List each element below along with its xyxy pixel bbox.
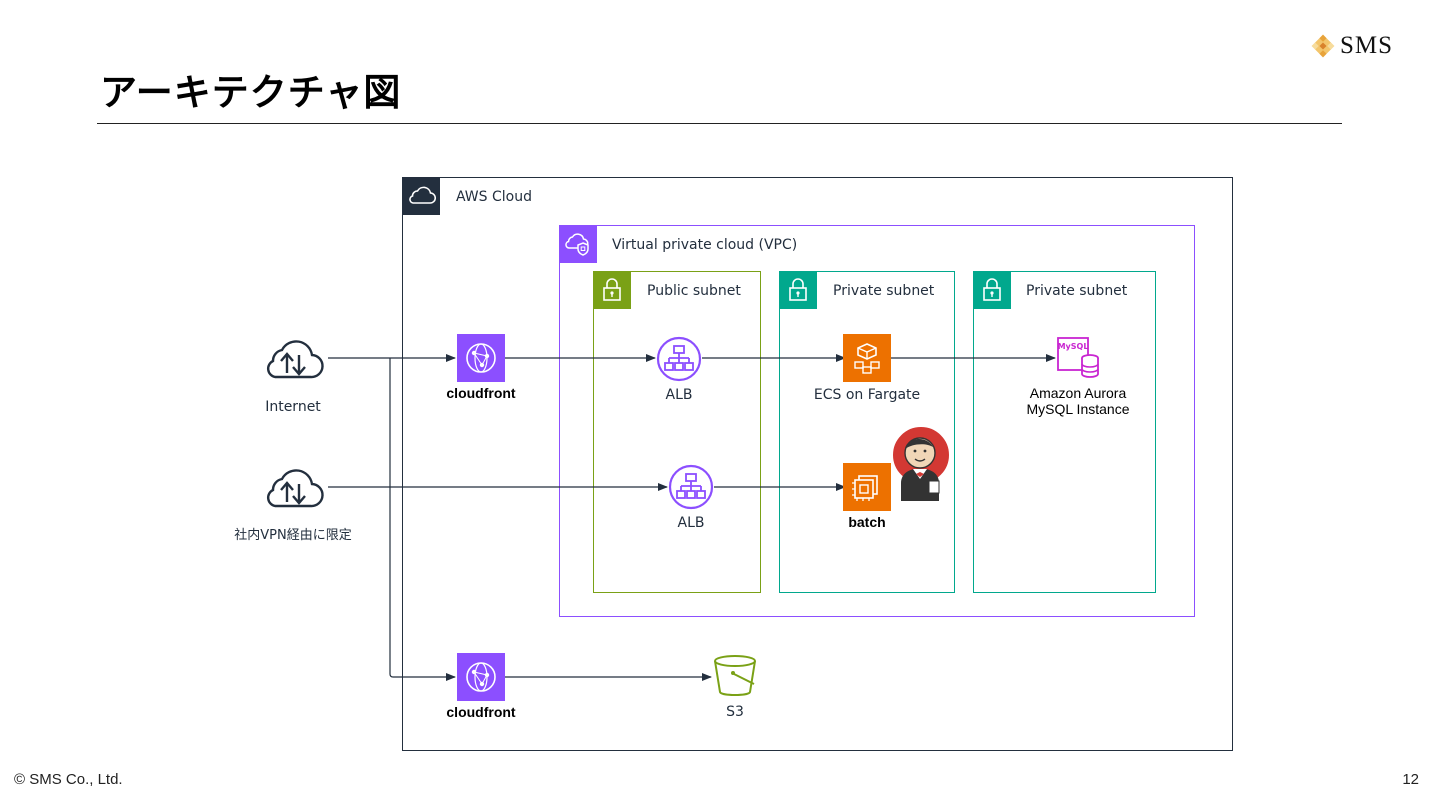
internet-node <box>261 333 325 387</box>
lock-icon <box>973 271 1011 309</box>
logo-text: SMS <box>1340 32 1394 59</box>
sms-logo-mark-icon <box>1311 34 1335 58</box>
public-subnet-label: Public subnet <box>647 283 741 299</box>
title-divider <box>97 123 1342 124</box>
cloudfront-top-node <box>457 334 505 386</box>
alb-top-label: ALB <box>665 387 693 403</box>
cloudfront-icon <box>457 334 505 382</box>
page-title: アーキテクチャ図 <box>100 71 402 114</box>
jenkins-node <box>889 423 951 505</box>
cloudfront-top-label: cloudfront <box>446 385 516 401</box>
aws-cloud-group: AWS Cloud <box>402 177 1233 751</box>
aurora-label-line1: Amazon Aurora <box>1029 385 1127 401</box>
private-subnet-1-label: Private subnet <box>833 283 935 299</box>
s3-label: S3 <box>726 704 744 720</box>
cloudfront-bottom-node <box>457 653 505 705</box>
jenkins-mascot-icon <box>891 425 951 501</box>
private-subnet-2-group: Private subnet <box>973 271 1156 593</box>
private-subnet-1-group: Private subnet <box>779 271 955 593</box>
ecs-fargate-node <box>843 334 891 386</box>
vpc-group: Virtual private cloud (VPC) <box>559 225 1195 617</box>
vpn-label: 社内VPN経由に限定 <box>234 528 352 543</box>
fargate-icon <box>843 334 891 382</box>
aws-cloud-label: AWS Cloud <box>456 189 532 205</box>
cloudfront-bottom-label: cloudfront <box>446 704 516 720</box>
batch-label: batch <box>848 514 886 530</box>
vpc-label: Virtual private cloud (VPC) <box>612 237 798 253</box>
ecs-fargate-label: ECS on Fargate <box>813 387 921 403</box>
internet-label: Internet <box>265 399 321 415</box>
s3-node <box>712 652 758 704</box>
public-subnet-group: Public subnet <box>593 271 761 593</box>
vpc-icon <box>559 225 597 263</box>
page-number: 12 <box>1402 771 1419 788</box>
aurora-node: MySQL <box>1055 334 1103 386</box>
mysql-database-icon: MySQL <box>1057 337 1099 378</box>
lock-icon <box>593 271 631 309</box>
alb-bottom-node <box>668 464 714 514</box>
cloud-upload-download-icon <box>266 340 324 379</box>
private-subnet-2-label: Private subnet <box>1026 283 1128 299</box>
sms-logo: SMS <box>1310 32 1393 60</box>
load-balancer-icon <box>656 336 702 382</box>
alb-top-node <box>656 336 702 386</box>
load-balancer-icon <box>668 464 714 510</box>
cloud-upload-download-icon <box>266 469 324 508</box>
lock-icon <box>779 271 817 309</box>
edge-internet-s3-branch <box>389 358 456 681</box>
aurora-label-line2: MySQL Instance <box>1026 401 1130 417</box>
alb-bottom-label: ALB <box>677 515 705 531</box>
vpn-node <box>261 462 325 516</box>
batch-chip-icon <box>843 463 891 511</box>
aws-cloud-icon <box>402 177 440 215</box>
mysql-badge-text: MySQL <box>1058 342 1089 351</box>
copyright: © SMS Co., Ltd. <box>14 771 123 788</box>
cloudfront-icon <box>457 653 505 701</box>
s3-bucket-icon <box>714 655 756 696</box>
batch-node <box>843 463 891 515</box>
